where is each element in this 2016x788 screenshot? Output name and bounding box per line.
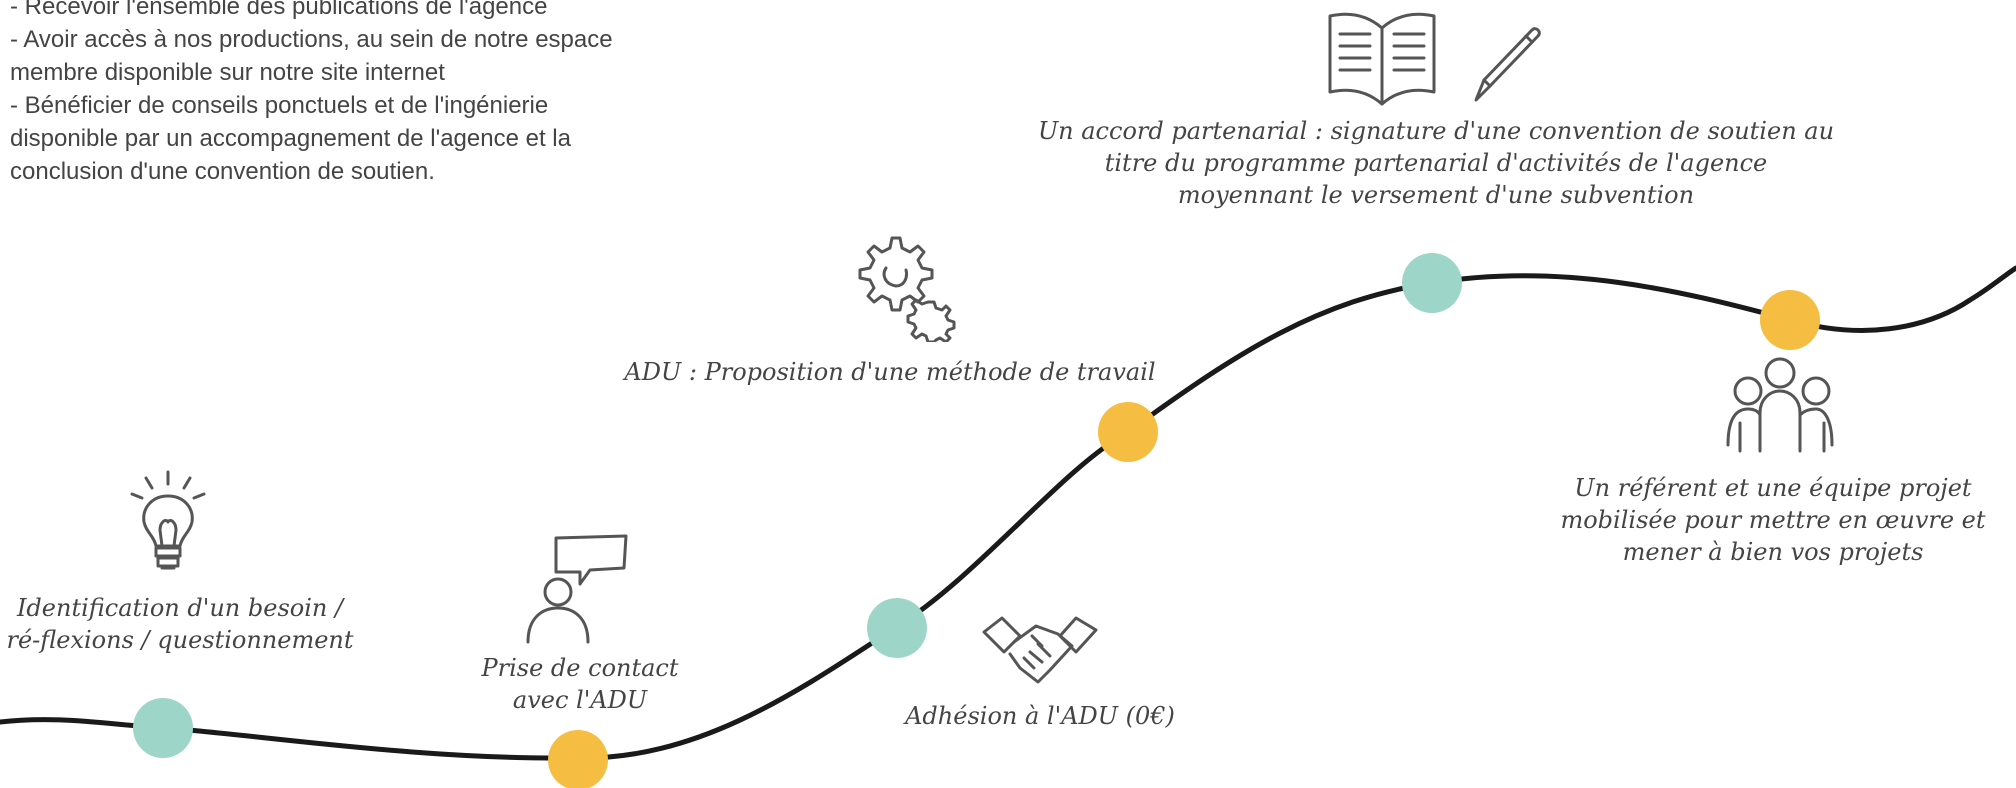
handshake-icon	[980, 612, 1100, 692]
group-people-icon	[1720, 355, 1840, 455]
step-label-contact: Prise de contact avec l'ADU	[481, 654, 679, 714]
intro-text: - Recevoir l'ensemble des publications d…	[10, 0, 650, 188]
lightbulb-icon	[128, 470, 208, 580]
book-pencil-icon	[1326, 10, 1546, 110]
step-dot-membership	[867, 598, 927, 658]
step-dot-contact	[548, 730, 608, 788]
step-label-membership: Adhésion à l'ADU (0€)	[905, 702, 1175, 730]
intro-line-2: - Avoir accès à nos productions, au sein…	[10, 26, 613, 86]
step-dot-method	[1098, 402, 1158, 462]
step-label-agreement: Un accord partenarial : signature d'une …	[1037, 117, 1835, 209]
person-speech-bubble-icon	[520, 530, 630, 650]
step-dot-need	[133, 698, 193, 758]
gears-icon	[852, 232, 962, 342]
step-label-need: Identification d'un besoin / ré-flexions…	[6, 594, 354, 654]
step-label-team: Un référent et une équipe projet mobilis…	[1560, 474, 1986, 566]
step-dot-team	[1760, 290, 1820, 350]
step-label-method: ADU : Proposition d'une méthode de trava…	[624, 358, 1156, 386]
intro-line-3: - Bénéficier de conseils ponctuels et de…	[10, 92, 571, 185]
step-dot-agreement	[1402, 253, 1462, 313]
intro-line-1: - Recevoir l'ensemble des publications d…	[10, 0, 548, 20]
